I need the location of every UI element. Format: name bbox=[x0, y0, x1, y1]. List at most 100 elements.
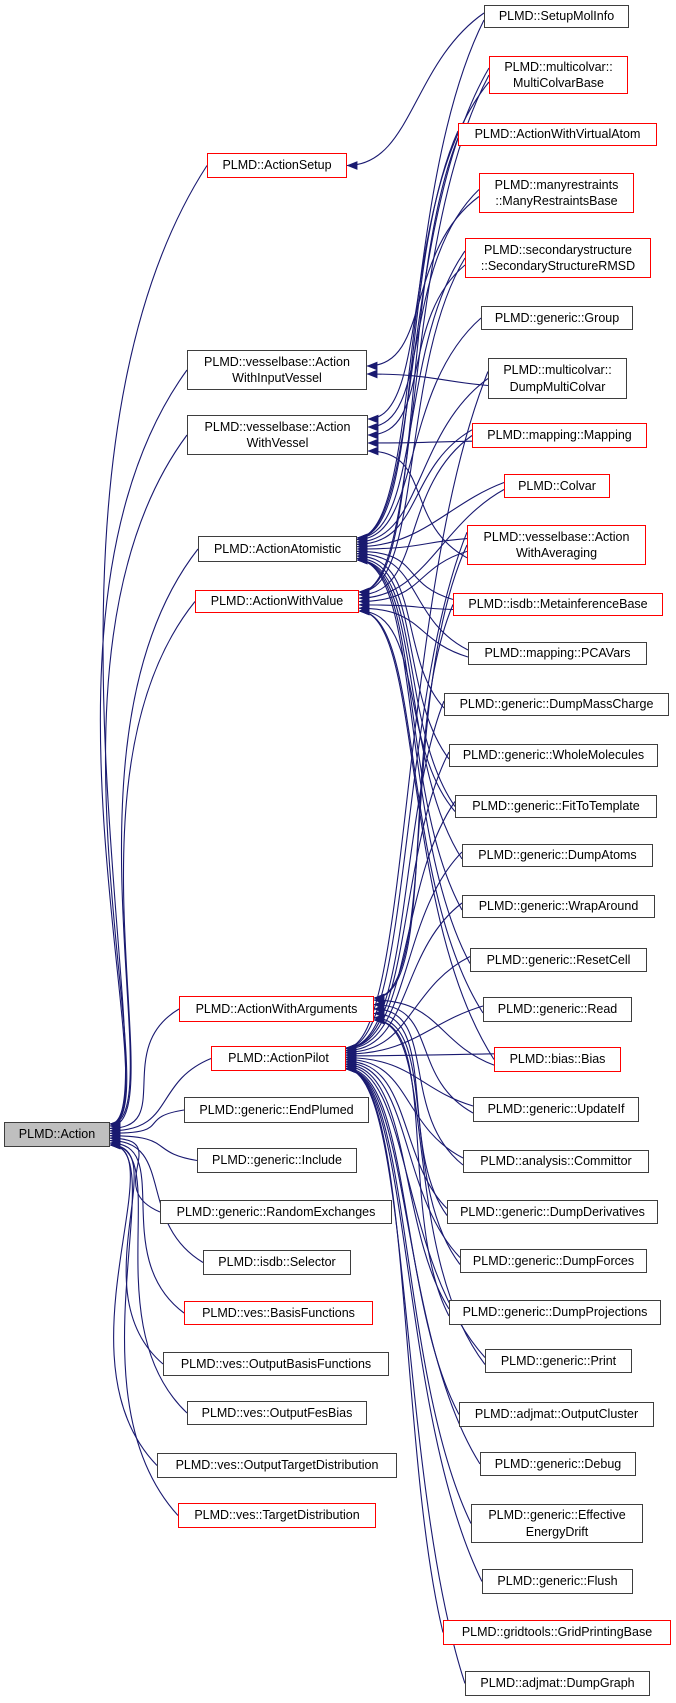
inheritance-edge-read-to-awvalue bbox=[358, 606, 484, 1014]
class-node-setupmolinfo[interactable]: PLMD::SetupMolInfo bbox=[484, 5, 629, 28]
inheritance-edge-wraparound-to-atomistic bbox=[356, 555, 463, 911]
class-node-flush[interactable]: PLMD::generic::Flush bbox=[482, 1569, 633, 1594]
inheritance-edge-setupmolinfo-to-atomistic bbox=[356, 19, 485, 543]
inheritance-edge-awargs-to-action bbox=[109, 1008, 180, 1133]
class-node-targetdistribution[interactable]: PLMD::ves::TargetDistribution bbox=[178, 1503, 376, 1528]
class-node-wholemolecules[interactable]: PLMD::generic::WholeMolecules bbox=[449, 744, 658, 767]
inheritance-edge-committor-to-pilot bbox=[345, 1055, 464, 1159]
inheritance-edge-manyrestraints-to-awiv bbox=[366, 196, 480, 371]
class-node-atomistic[interactable]: PLMD::ActionAtomistic bbox=[198, 536, 357, 562]
inheritance-edge-endplumed-to-action bbox=[109, 1109, 185, 1138]
inheritance-edge-read-to-pilot bbox=[345, 1005, 484, 1059]
class-node-debug[interactable]: PLMD::generic::Debug bbox=[480, 1452, 636, 1476]
class-node-ssrmsd[interactable]: PLMD::secondarystructure ::SecondaryStru… bbox=[465, 238, 651, 278]
class-node-bias[interactable]: PLMD::bias::Bias bbox=[494, 1047, 621, 1072]
inheritance-edge-metainference-to-awargs bbox=[373, 604, 454, 1003]
inheritance-edge-dumpgraph-to-pilot bbox=[345, 1064, 466, 1684]
inheritance-edge-metainference-to-atomistic bbox=[356, 546, 454, 601]
inheritance-edge-dumpderivatives-to-awargs bbox=[373, 1009, 448, 1216]
class-node-awvirtualatom[interactable]: PLMD::ActionWithVirtualAtom bbox=[458, 123, 657, 146]
inheritance-edge-wraparound-to-pilot bbox=[345, 902, 463, 1055]
inheritance-edge-gridprintingbase-to-pilot bbox=[345, 1064, 444, 1633]
inheritance-edge-pilot-to-action bbox=[109, 1057, 212, 1136]
inheritance-edge-colvar-to-awvalue bbox=[358, 489, 505, 603]
class-node-dumpatoms[interactable]: PLMD::generic::DumpAtoms bbox=[462, 844, 653, 867]
inheritance-edge-basisfunctions-to-action bbox=[109, 1138, 185, 1314]
inheritance-edge-mapping-to-atomistic bbox=[356, 429, 473, 549]
class-node-outputtargetdistribution[interactable]: PLMD::ves::OutputTargetDistribution bbox=[157, 1453, 397, 1478]
class-node-mapping[interactable]: PLMD::mapping::Mapping bbox=[472, 423, 647, 448]
class-node-dumpmasscharge[interactable]: PLMD::generic::DumpMassCharge bbox=[444, 693, 669, 716]
inheritance-edge-atomistic-to-action bbox=[109, 548, 199, 1129]
inheritance-edge-dumpmulticolvar-to-atomistic bbox=[356, 378, 489, 547]
class-node-awvalue[interactable]: PLMD::ActionWithValue bbox=[195, 590, 359, 613]
inheritance-edge-dumpatoms-to-atomistic bbox=[356, 555, 463, 860]
class-node-pilot[interactable]: PLMD::ActionPilot bbox=[211, 1046, 346, 1071]
class-node-basisfunctions[interactable]: PLMD::ves::BasisFunctions bbox=[184, 1301, 373, 1325]
class-node-fittotemplate[interactable]: PLMD::generic::FitToTemplate bbox=[455, 795, 657, 818]
inheritance-edge-dumpprojections-to-awargs bbox=[373, 1015, 450, 1317]
class-node-awiv[interactable]: PLMD::vesselbase::Action WithInputVessel bbox=[187, 350, 367, 390]
class-node-dumpmulticolvar[interactable]: PLMD::multicolvar:: DumpMultiColvar bbox=[488, 358, 627, 399]
inheritance-edge-setupmolinfo-to-actionsetup bbox=[346, 12, 485, 170]
class-node-outputbasisfunctions[interactable]: PLMD::ves::OutputBasisFunctions bbox=[163, 1352, 389, 1376]
class-node-multicolvarbase[interactable]: PLMD::multicolvar:: MultiColvarBase bbox=[489, 56, 628, 94]
inheritance-edge-fittotemplate-to-pilot bbox=[345, 801, 456, 1053]
inheritance-edge-dumpmasscharge-to-atomistic bbox=[356, 551, 445, 709]
class-node-metainference[interactable]: PLMD::isdb::MetainferenceBase bbox=[453, 593, 663, 616]
class-node-outputfesbias[interactable]: PLMD::ves::OutputFesBias bbox=[187, 1401, 367, 1425]
inheritance-edge-manyrestraints-to-awv bbox=[367, 189, 480, 432]
class-node-manyrestraints[interactable]: PLMD::manyrestraints ::ManyRestraintsBas… bbox=[479, 173, 634, 213]
class-node-dumpprojections[interactable]: PLMD::generic::DumpProjections bbox=[449, 1300, 661, 1325]
inheritance-edge-ssrmsd-to-awvalue bbox=[358, 257, 466, 597]
class-node-wraparound[interactable]: PLMD::generic::WrapAround bbox=[462, 895, 655, 918]
inheritance-edge-pcavars-to-atomistic bbox=[356, 549, 469, 651]
inheritance-edge-group-to-atomistic bbox=[356, 317, 482, 544]
class-node-read[interactable]: PLMD::generic::Read bbox=[483, 997, 632, 1022]
inheritance-edge-include-to-action bbox=[109, 1131, 198, 1162]
class-node-awargs[interactable]: PLMD::ActionWithArguments bbox=[179, 996, 374, 1022]
inheritance-edge-committor-to-awargs bbox=[373, 1004, 464, 1166]
class-node-dumpforces[interactable]: PLMD::generic::DumpForces bbox=[460, 1249, 647, 1273]
inheritance-edge-effenergydrift-to-pilot bbox=[345, 1064, 472, 1524]
inheritance-edge-dumpforces-to-pilot bbox=[345, 1058, 461, 1258]
inheritance-edge-debug-to-pilot bbox=[345, 1064, 481, 1465]
inheritance-edge-dumpderivatives-to-pilot bbox=[345, 1056, 448, 1209]
class-node-print[interactable]: PLMD::generic::Print bbox=[485, 1349, 632, 1373]
inheritance-edge-updateif-to-awargs bbox=[373, 1000, 474, 1114]
class-node-selector[interactable]: PLMD::isdb::Selector bbox=[203, 1250, 351, 1275]
inheritance-edge-awvalue-to-action bbox=[109, 601, 196, 1131]
class-node-dumpgraph[interactable]: PLMD::adjmat::DumpGraph bbox=[465, 1671, 650, 1696]
class-node-updateif[interactable]: PLMD::generic::UpdateIf bbox=[473, 1097, 639, 1122]
class-node-colvar[interactable]: PLMD::Colvar bbox=[504, 474, 610, 498]
class-node-resetcell[interactable]: PLMD::generic::ResetCell bbox=[470, 948, 647, 972]
inheritance-edge-awaveraging-to-awv bbox=[367, 446, 468, 559]
inheritance-edge-dumpmasscharge-to-pilot bbox=[345, 700, 445, 1053]
class-node-dumpderivatives[interactable]: PLMD::generic::DumpDerivatives bbox=[447, 1200, 658, 1224]
inheritance-edge-dumpmulticolvar-to-pilot bbox=[345, 371, 489, 1053]
inheritance-edge-awaveraging-to-awvalue bbox=[358, 550, 468, 606]
inheritance-edge-awaveraging-to-atomistic bbox=[356, 538, 468, 554]
inheritance-edge-wholemolecules-to-atomistic bbox=[356, 554, 450, 760]
inheritance-edge-awaveraging-to-pilot bbox=[345, 531, 468, 1053]
inheritance-edge-targetdistribution-to-action bbox=[109, 1140, 179, 1516]
class-node-outputcluster[interactable]: PLMD::adjmat::OutputCluster bbox=[459, 1402, 654, 1427]
class-node-action: PLMD::Action bbox=[4, 1122, 110, 1147]
inheritance-edge-wholemolecules-to-pilot bbox=[345, 751, 450, 1053]
class-node-awv[interactable]: PLMD::vesselbase::Action WithVessel bbox=[187, 415, 368, 455]
class-node-pcavars[interactable]: PLMD::mapping::PCAVars bbox=[468, 642, 647, 665]
class-node-endplumed[interactable]: PLMD::generic::EndPlumed bbox=[184, 1097, 369, 1123]
class-node-gridprintingbase[interactable]: PLMD::gridtools::GridPrintingBase bbox=[443, 1620, 671, 1645]
class-node-randomexchanges[interactable]: PLMD::generic::RandomExchanges bbox=[160, 1200, 392, 1224]
class-node-effenergydrift[interactable]: PLMD::generic::Effective EnergyDrift bbox=[471, 1504, 643, 1543]
inheritance-edge-metainference-to-awvalue bbox=[358, 600, 454, 611]
inheritance-edge-flush-to-pilot bbox=[345, 1064, 483, 1582]
class-node-actionsetup[interactable]: PLMD::ActionSetup bbox=[207, 153, 347, 178]
class-node-group[interactable]: PLMD::generic::Group bbox=[481, 306, 633, 330]
class-node-awaveraging[interactable]: PLMD::vesselbase::Action WithAveraging bbox=[467, 525, 646, 565]
class-node-committor[interactable]: PLMD::analysis::Committor bbox=[463, 1150, 649, 1173]
class-node-include[interactable]: PLMD::generic::Include bbox=[197, 1148, 357, 1173]
